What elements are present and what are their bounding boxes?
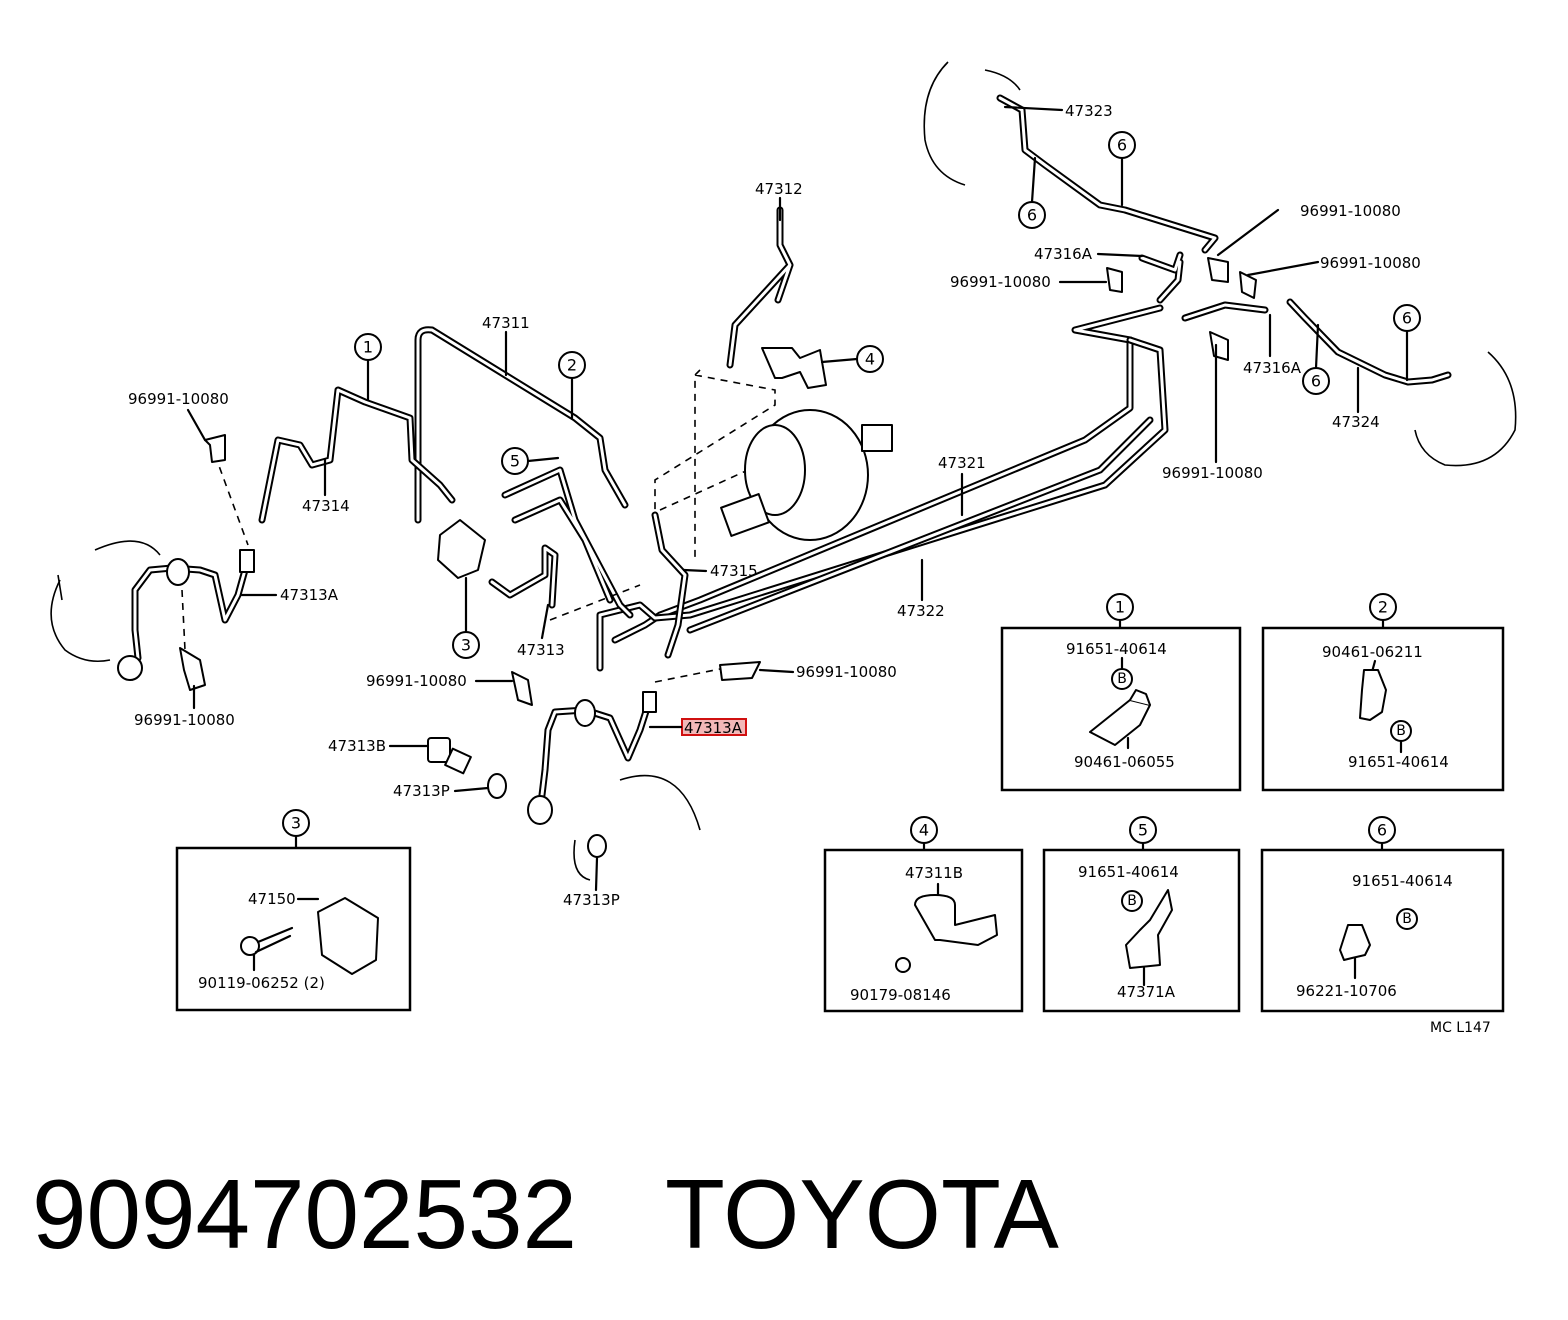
- svg-text:47150: 47150: [248, 890, 296, 908]
- svg-text:6: 6: [1377, 821, 1387, 840]
- label-47324: 47324: [1332, 413, 1380, 431]
- diagram-code: MC L147: [1430, 1020, 1491, 1036]
- detail-box-5: 5 91651-40614 B 47371A: [1042, 816, 1241, 1013]
- label-47315: 47315: [710, 562, 758, 580]
- label-47311: 47311: [482, 314, 530, 332]
- left-flex-hose: [117, 549, 255, 681]
- master-cylinder-clamp: [761, 347, 827, 389]
- callout-6-b: 6: [1018, 156, 1046, 229]
- svg-text:B: B: [1402, 911, 1412, 927]
- right-wheel-backing-plate: [923, 61, 1517, 467]
- label-47313: 47313: [517, 641, 565, 659]
- part-labels: 47323 96991-10080 96991-10080 47316A 969…: [128, 102, 1491, 1036]
- callout-6-d: 6: [1302, 323, 1330, 395]
- svg-text:90461-06055: 90461-06055: [1074, 753, 1175, 771]
- callout-6-c: 6: [1393, 304, 1421, 382]
- label-47314: 47314: [302, 497, 350, 515]
- label-47316a-top: 47316A: [1034, 245, 1093, 263]
- label-47313a-highlighted: 47313A: [684, 719, 743, 737]
- label-96991-mid-right: 96991-10080: [796, 663, 897, 681]
- svg-text:B: B: [1117, 671, 1127, 687]
- svg-text:3: 3: [291, 814, 301, 833]
- svg-text:91651-40614: 91651-40614: [1066, 640, 1167, 658]
- label-47321: 47321: [938, 454, 986, 472]
- brake-booster: [720, 409, 893, 541]
- label-47313p-1: 47313P: [393, 782, 450, 800]
- brake-pipes: [258, 94, 1452, 672]
- detail-box-4: 4 47311B 90179-08146: [823, 816, 1024, 1013]
- footer-part-number: 9094702532: [32, 1159, 578, 1269]
- svg-text:90461-06211: 90461-06211: [1322, 643, 1423, 661]
- label-96991-right-bottom: 96991-10080: [1162, 464, 1263, 482]
- label-96991-left-top: 96991-10080: [128, 390, 229, 408]
- callout-4: 4: [820, 345, 884, 373]
- detail-box-2: 2 90461-06211 B 91651-40614: [1261, 593, 1505, 792]
- detail-box-6: 6 91651-40614 B 96221-10706: [1260, 816, 1505, 1013]
- svg-text:47371A: 47371A: [1117, 983, 1176, 1001]
- detail-box-1: 1 91651-40614 B 90461-06055: [1000, 593, 1242, 792]
- footer-caption: 9094702532 TOYOTA: [32, 1158, 1059, 1271]
- svg-text:96221-10706: 96221-10706: [1296, 982, 1397, 1000]
- svg-text:1: 1: [363, 338, 373, 357]
- svg-text:90119-06252 (2): 90119-06252 (2): [198, 974, 325, 992]
- callout-1: 1: [354, 333, 382, 402]
- callout-6-a: 6: [1108, 131, 1136, 207]
- label-96991-mid-left: 96991-10080: [366, 672, 467, 690]
- label-96991-top-mid: 96991-10080: [950, 273, 1051, 291]
- svg-text:4: 4: [919, 821, 929, 840]
- svg-text:B: B: [1127, 893, 1137, 909]
- front-flex-hose: [527, 691, 701, 881]
- svg-text:4: 4: [865, 350, 875, 369]
- svg-text:47311B: 47311B: [905, 864, 963, 882]
- label-47316a-right: 47316A: [1243, 359, 1302, 377]
- svg-text:90179-08146: 90179-08146: [850, 986, 951, 1004]
- assembly-guides: [181, 369, 776, 683]
- svg-text:5: 5: [510, 452, 520, 471]
- callout-2: 2: [558, 351, 586, 420]
- footer-brand: TOYOTA: [665, 1159, 1059, 1269]
- svg-text:91651-40614: 91651-40614: [1352, 872, 1453, 890]
- left-wheel-backing-plate: [50, 540, 161, 663]
- label-47322: 47322: [897, 602, 945, 620]
- proportioning-valve: [437, 519, 486, 579]
- label-47313a-left: 47313A: [280, 586, 339, 604]
- label-96991-left-bottom: 96991-10080: [134, 711, 235, 729]
- callout-5: 5: [501, 447, 560, 475]
- label-96991-top-right-1: 96991-10080: [1300, 202, 1401, 220]
- label-96991-top-right-2: 96991-10080: [1320, 254, 1421, 272]
- svg-text:5: 5: [1138, 821, 1148, 840]
- svg-text:6: 6: [1402, 309, 1412, 328]
- clip-shapes: [179, 257, 1257, 706]
- label-47323: 47323: [1065, 102, 1113, 120]
- svg-text:B: B: [1396, 723, 1406, 739]
- label-47313b: 47313B: [328, 737, 386, 755]
- svg-text:91651-40614: 91651-40614: [1348, 753, 1449, 771]
- svg-text:1: 1: [1115, 598, 1125, 617]
- detail-box-3: 3 47150 90119-06252 (2): [175, 809, 412, 1012]
- svg-text:6: 6: [1027, 206, 1037, 225]
- svg-text:6: 6: [1311, 372, 1321, 391]
- svg-text:2: 2: [1378, 598, 1388, 617]
- svg-text:3: 3: [461, 636, 471, 655]
- svg-text:2: 2: [567, 356, 577, 375]
- svg-text:91651-40614: 91651-40614: [1078, 863, 1179, 881]
- svg-text:6: 6: [1117, 136, 1127, 155]
- union-bolt: [427, 737, 472, 775]
- label-47313p-2: 47313P: [563, 891, 620, 909]
- callout-3: 3: [452, 576, 480, 659]
- label-47312: 47312: [755, 180, 803, 198]
